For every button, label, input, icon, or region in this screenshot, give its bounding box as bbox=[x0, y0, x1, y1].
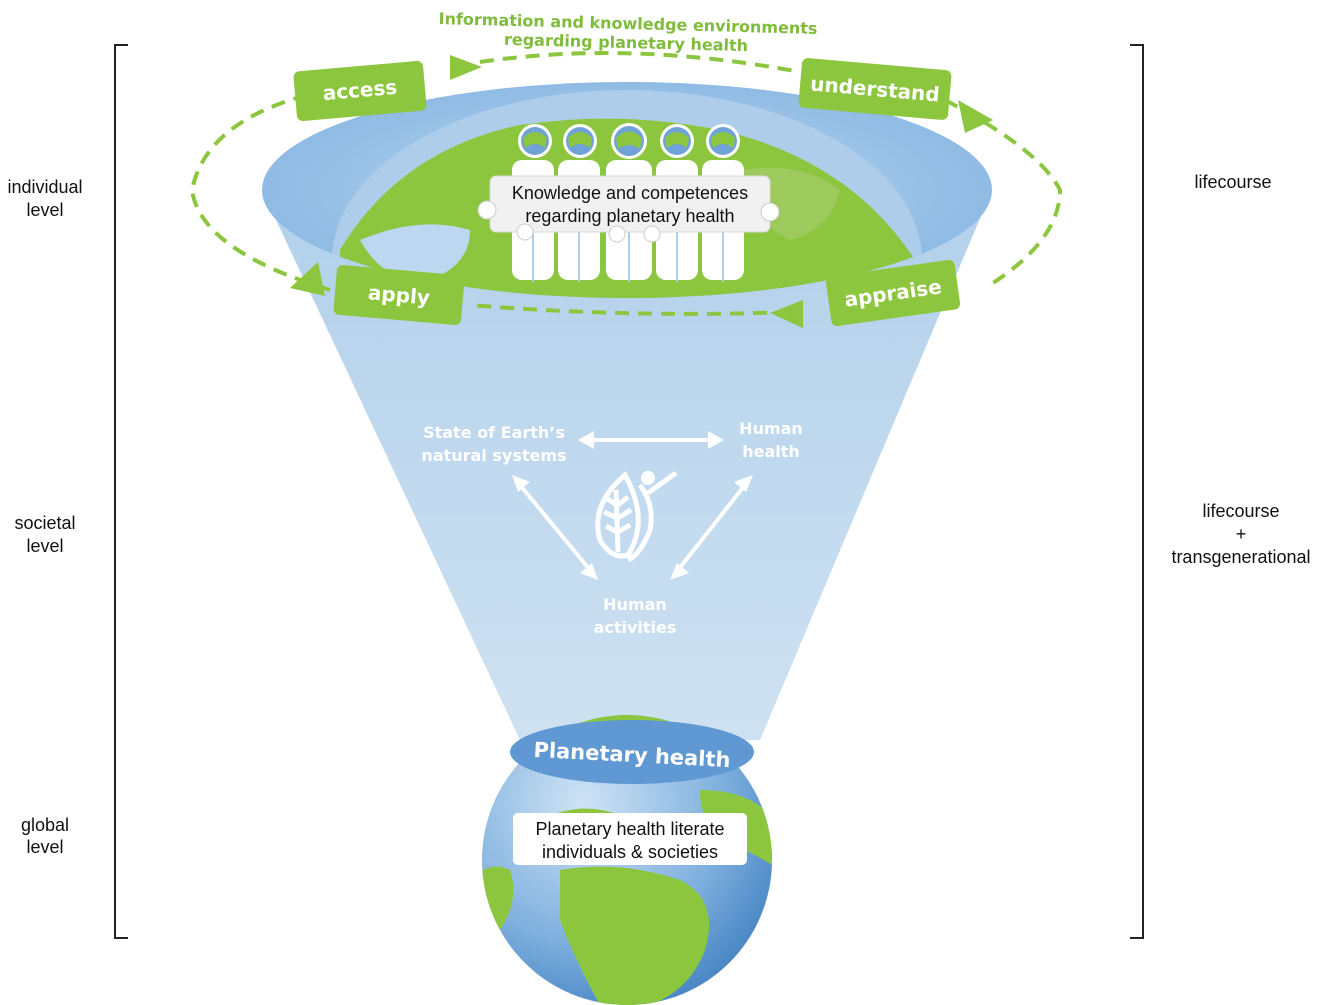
literate-line-1: Planetary health literate bbox=[535, 819, 724, 839]
literate-box bbox=[513, 813, 747, 865]
human-health-line-2: health bbox=[742, 442, 800, 461]
knowledge-box: Knowledge and competences regarding plan… bbox=[477, 175, 780, 243]
knowledge-line-1: Knowledge and competences bbox=[512, 183, 748, 203]
right-bracket bbox=[1130, 44, 1144, 939]
literate-line-2: individuals & societies bbox=[542, 842, 718, 862]
plus-label: + bbox=[1236, 524, 1247, 544]
left-bracket bbox=[114, 44, 128, 939]
global-level-1: global bbox=[21, 815, 69, 835]
access-pill: access bbox=[293, 60, 427, 122]
transgenerational-label: transgenerational bbox=[1171, 547, 1310, 567]
knowledge-line-2: regarding planetary health bbox=[525, 206, 734, 226]
apply-pill: apply bbox=[333, 265, 465, 325]
human-activities-line-1: Human bbox=[603, 595, 667, 614]
appraise-pill: appraise bbox=[825, 259, 961, 327]
person-head-icon bbox=[641, 471, 655, 485]
earth-globe: Planetary health Planetary health litera… bbox=[482, 715, 772, 1005]
lifecourse-label-2: lifecourse bbox=[1202, 501, 1279, 521]
cycle-dashed-loop bbox=[189, 51, 1063, 316]
leaf-person-icon bbox=[595, 470, 678, 563]
lifecourse-label: lifecourse bbox=[1194, 172, 1271, 192]
funnel-shape bbox=[262, 190, 992, 740]
global-level-2: level bbox=[26, 837, 63, 857]
human-health-line-1: Human bbox=[739, 419, 803, 438]
individual-level-1: individual bbox=[7, 177, 82, 197]
understand-pill: understand bbox=[798, 58, 952, 120]
left-level-labels: individual level societal level global l… bbox=[7, 177, 82, 857]
earth-systems-line-1: State of Earth’s bbox=[423, 423, 565, 442]
apply-label: apply bbox=[367, 280, 431, 309]
societal-level-2: level bbox=[26, 536, 63, 556]
cycle-arrowheads bbox=[290, 55, 993, 328]
earth-systems-line-2: natural systems bbox=[421, 446, 566, 465]
human-activities-line-2: activities bbox=[594, 618, 677, 637]
planetary-health-cap bbox=[510, 720, 754, 784]
right-time-labels: lifecourse lifecourse + transgenerationa… bbox=[1171, 172, 1310, 567]
societal-level-1: societal bbox=[14, 513, 75, 533]
relations-triangle: State of Earth’s natural systems Human h… bbox=[421, 419, 802, 637]
individual-level-2: level bbox=[26, 200, 63, 220]
